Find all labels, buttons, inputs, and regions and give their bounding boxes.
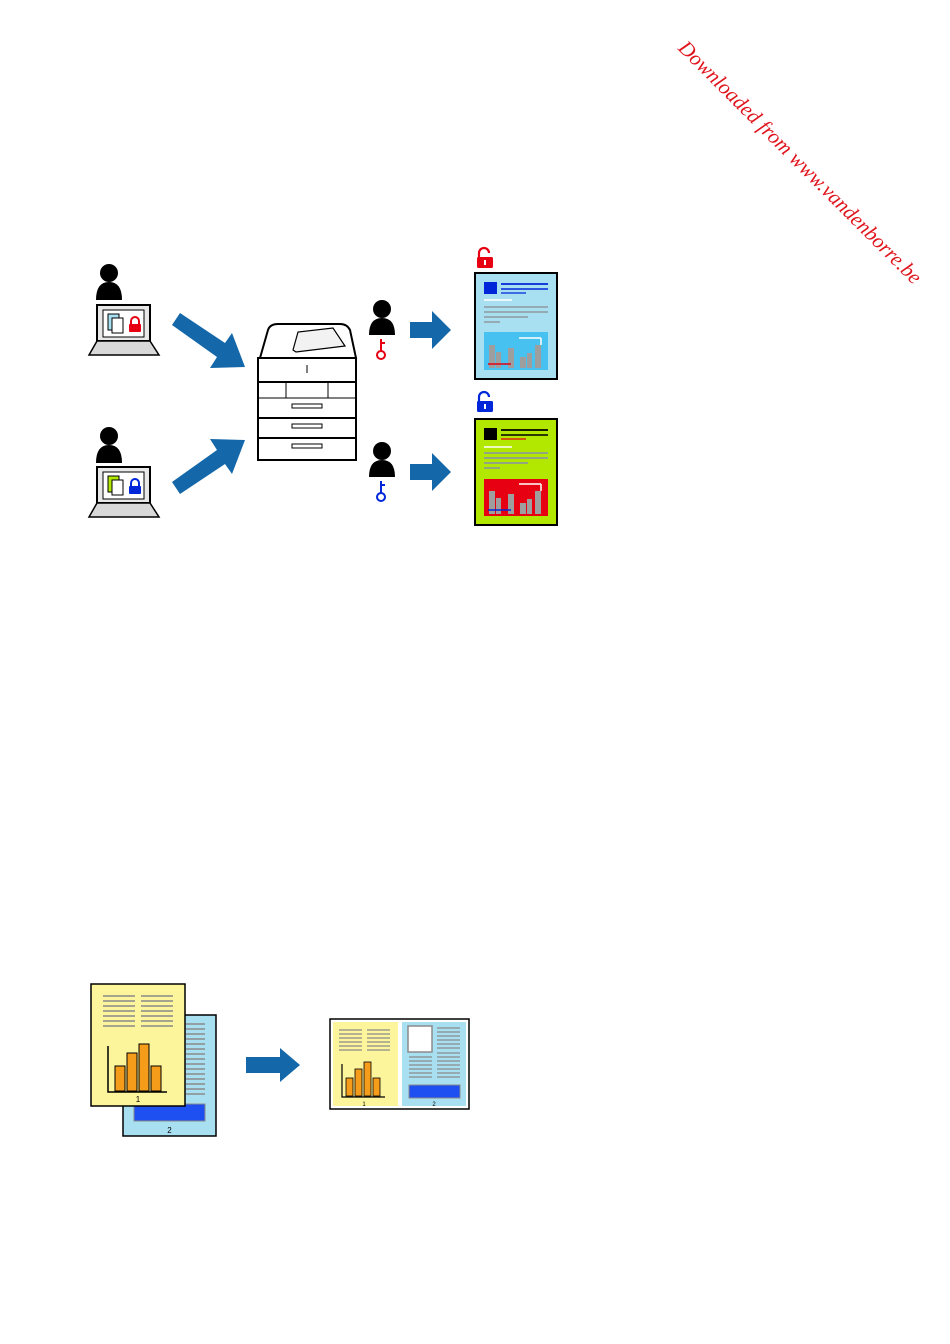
document-icon: 1 (91, 984, 185, 1106)
user-icon (369, 300, 395, 335)
printer-icon (258, 324, 356, 460)
arrow-icon (246, 1048, 300, 1082)
key-icon (377, 481, 385, 501)
arrow-icon (410, 311, 451, 349)
page-number: 1 (136, 1095, 141, 1104)
document-icon (475, 273, 557, 379)
user-icon (96, 427, 122, 463)
user-icon (96, 264, 122, 300)
document-icon: 1 2 (330, 1019, 469, 1109)
laptop-icon (89, 467, 159, 517)
arrow-icon (410, 453, 451, 491)
user-icon (369, 442, 395, 477)
page-number: 2 (167, 1126, 172, 1135)
lock-icon (477, 248, 493, 268)
arrow-icon (172, 313, 245, 368)
confidential-print-diagram (0, 0, 950, 600)
arrow-icon (172, 439, 245, 494)
laptop-icon (89, 305, 159, 355)
multi-page-diagram: 2 1 (0, 960, 950, 1160)
key-icon (377, 339, 385, 359)
document-icon (475, 419, 557, 525)
lock-icon (477, 392, 493, 412)
